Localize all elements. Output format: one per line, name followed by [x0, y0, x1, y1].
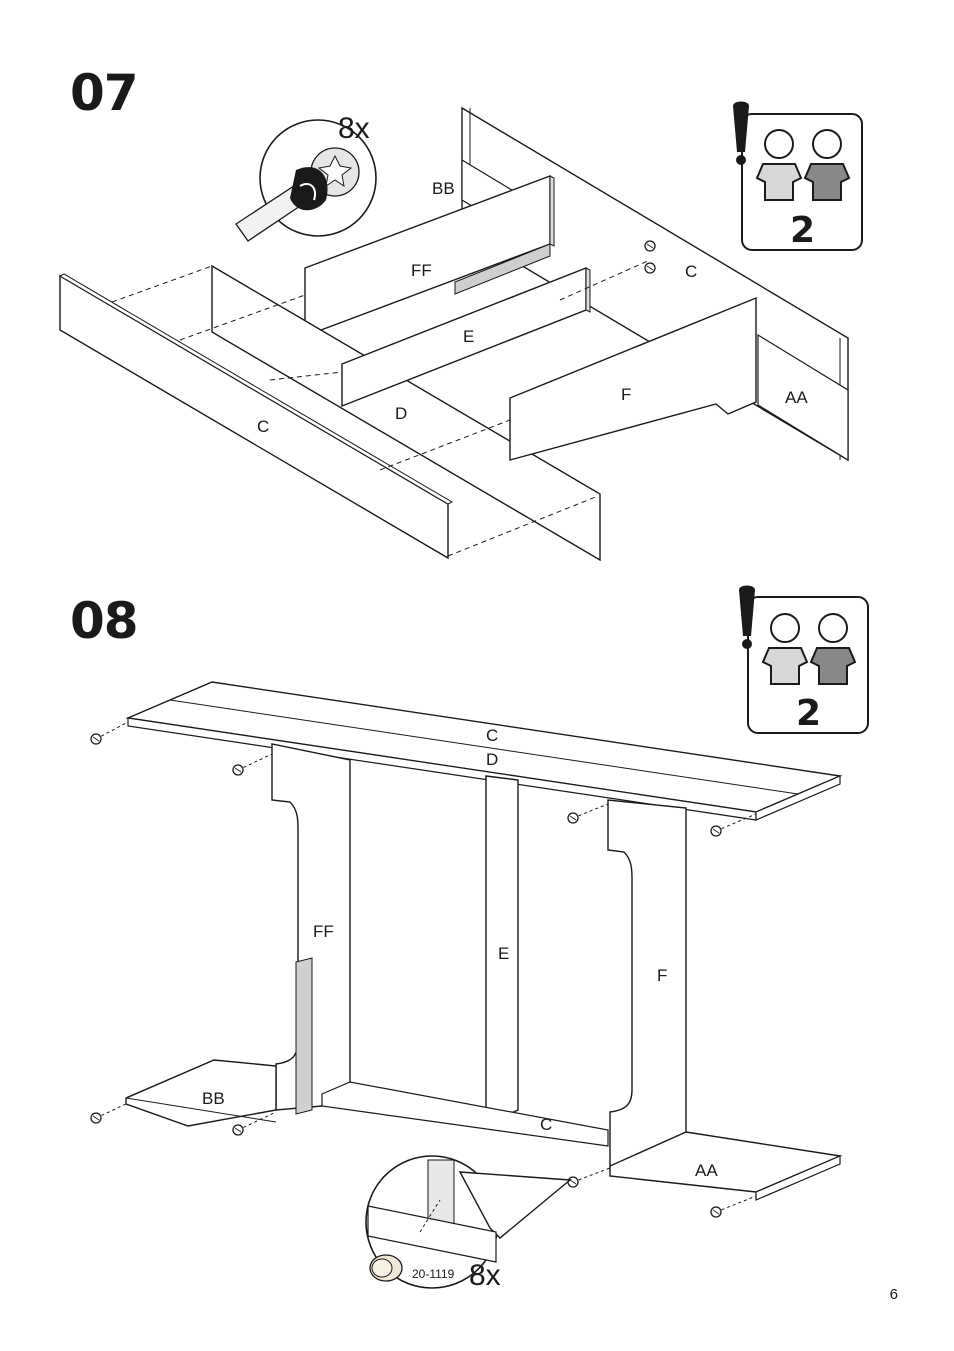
step-08-people-count: 2: [796, 693, 821, 734]
label-c-bottom-08: C: [540, 1115, 552, 1134]
label-c-back-07: C: [685, 262, 697, 281]
step-08-number: 08: [70, 592, 139, 650]
label-f-07: F: [621, 385, 631, 404]
panel-e: [341, 266, 591, 408]
panel-d: [211, 264, 601, 562]
screwdriver-icon: [235, 167, 328, 242]
label-e-07: E: [463, 327, 474, 346]
panel-f-08: [607, 799, 687, 1172]
label-e-08: E: [498, 944, 509, 963]
panel-bb-08: [125, 1059, 277, 1127]
screw-icon: [232, 1124, 244, 1136]
wooden-dowel-icon: [369, 1254, 403, 1282]
screw-icon: [710, 1206, 722, 1218]
step-07-people-count: 2: [790, 210, 815, 251]
panel-ff-08: [271, 743, 351, 1115]
label-aa-08: AA: [695, 1161, 718, 1180]
screw-icon: [644, 262, 656, 274]
label-bb-08: BB: [202, 1089, 225, 1108]
two-people-icon: 2: [733, 101, 863, 251]
screw-icon: [567, 812, 579, 824]
panel-e-08: [485, 775, 519, 1126]
step-07-quantity: 8x: [338, 112, 370, 145]
panel-ff: [304, 174, 555, 338]
screw-icon: [232, 764, 244, 776]
screw-guides-08: [95, 721, 757, 1213]
part-code-20-1119: 20-1119: [412, 1267, 455, 1281]
dowel-detail: [365, 1155, 572, 1289]
label-f-08: F: [657, 966, 667, 985]
label-bb-07: BB: [432, 179, 455, 198]
screw-icon: [567, 1176, 579, 1188]
step-07-number: 07: [70, 64, 139, 122]
warning-icon: [739, 585, 755, 636]
label-ff-07: FF: [411, 261, 432, 280]
panel-aa: [757, 333, 849, 462]
step-08-quantity: 8x: [469, 1259, 501, 1292]
cam-lock-detail: [235, 119, 377, 242]
screw-icon: [90, 733, 102, 745]
panel-f: [509, 296, 757, 461]
label-ff-08: FF: [313, 922, 334, 941]
screw-icon: [644, 240, 656, 252]
label-aa-07: AA: [785, 388, 808, 407]
top-panel-cd: [125, 681, 843, 821]
label-c-08: C: [486, 726, 498, 745]
page-number: 6: [889, 1286, 898, 1303]
label-c-front-07: C: [257, 417, 269, 436]
screw-icon: [90, 1112, 102, 1124]
screw-icon: [710, 825, 722, 837]
panel-aa-08: [609, 1131, 843, 1201]
two-people-icon: 2: [739, 585, 869, 734]
bottom-rail-c-08: [321, 1081, 609, 1147]
label-d-07: D: [395, 404, 407, 423]
warning-icon: [733, 101, 749, 152]
panel-c-front: [58, 273, 454, 560]
label-d-08: D: [486, 750, 498, 769]
assembly-guides-07: [111, 259, 651, 557]
